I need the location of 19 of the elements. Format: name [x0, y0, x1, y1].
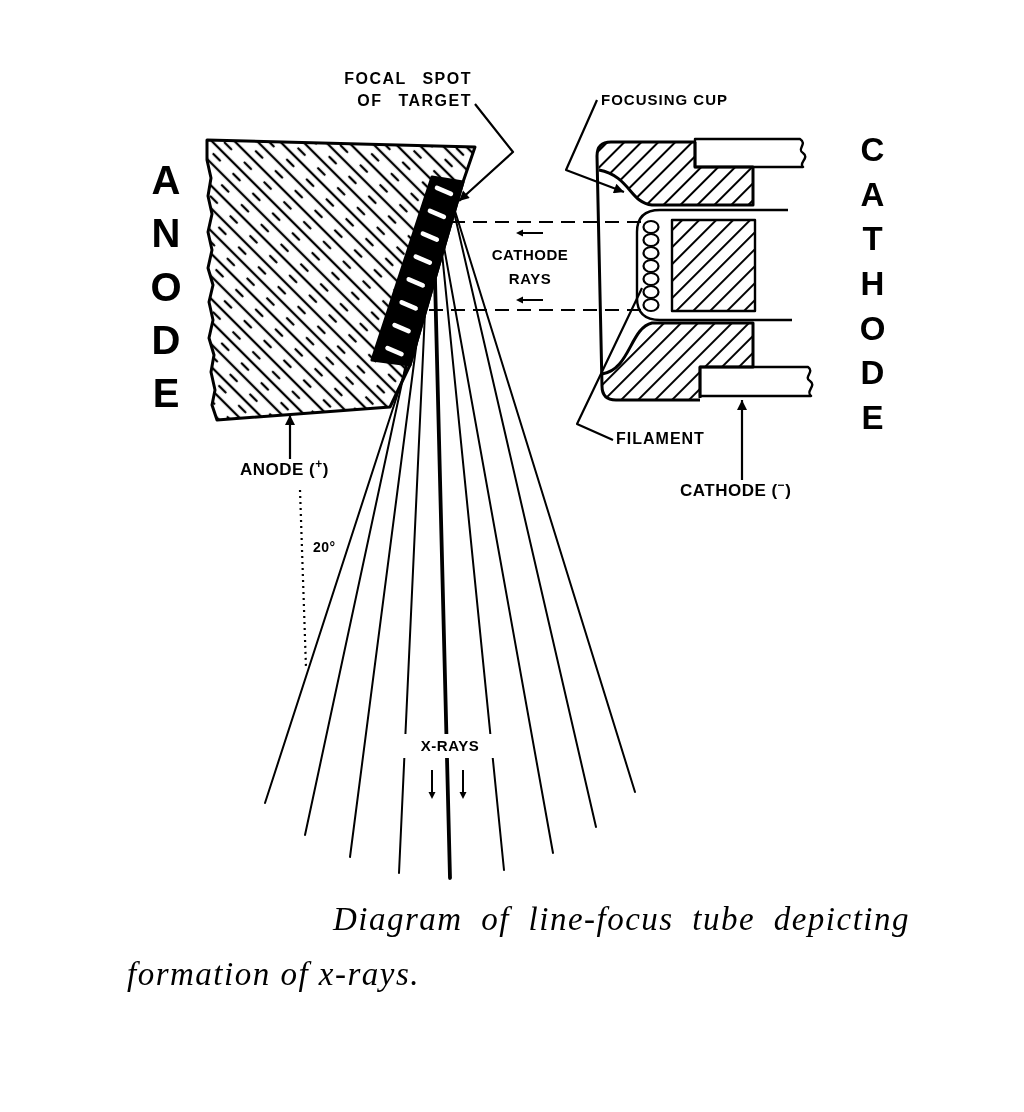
figure-caption: Diagram of line-focus tube depicting formation of x-rays. [127, 900, 910, 994]
dashed-line [426, 308, 641, 312]
leader-arrow [285, 415, 295, 459]
part-label: FOCUSING CUP [601, 91, 728, 109]
target-strip [369, 174, 466, 368]
part-label: CATHODE ($^{−}$) [680, 481, 792, 502]
part-label: FILAMENT [616, 429, 705, 449]
filament-coil [641, 219, 662, 314]
angle-label: 20° [313, 539, 336, 556]
leader-arrow [564, 99, 625, 194]
part-label: ANODE ($^{+}$) [240, 460, 329, 481]
leader-arrow [737, 400, 747, 480]
leader-line [575, 287, 643, 441]
electrode-title: ANODE [146, 158, 186, 419]
electrode-title: CATHODE [856, 131, 889, 435]
beam-label: CATHODE RAYS [490, 245, 570, 289]
part-label: FOCAL SPOT OF TARGET [322, 68, 472, 112]
dashed-line [451, 220, 641, 224]
leader-arrow [458, 103, 515, 202]
